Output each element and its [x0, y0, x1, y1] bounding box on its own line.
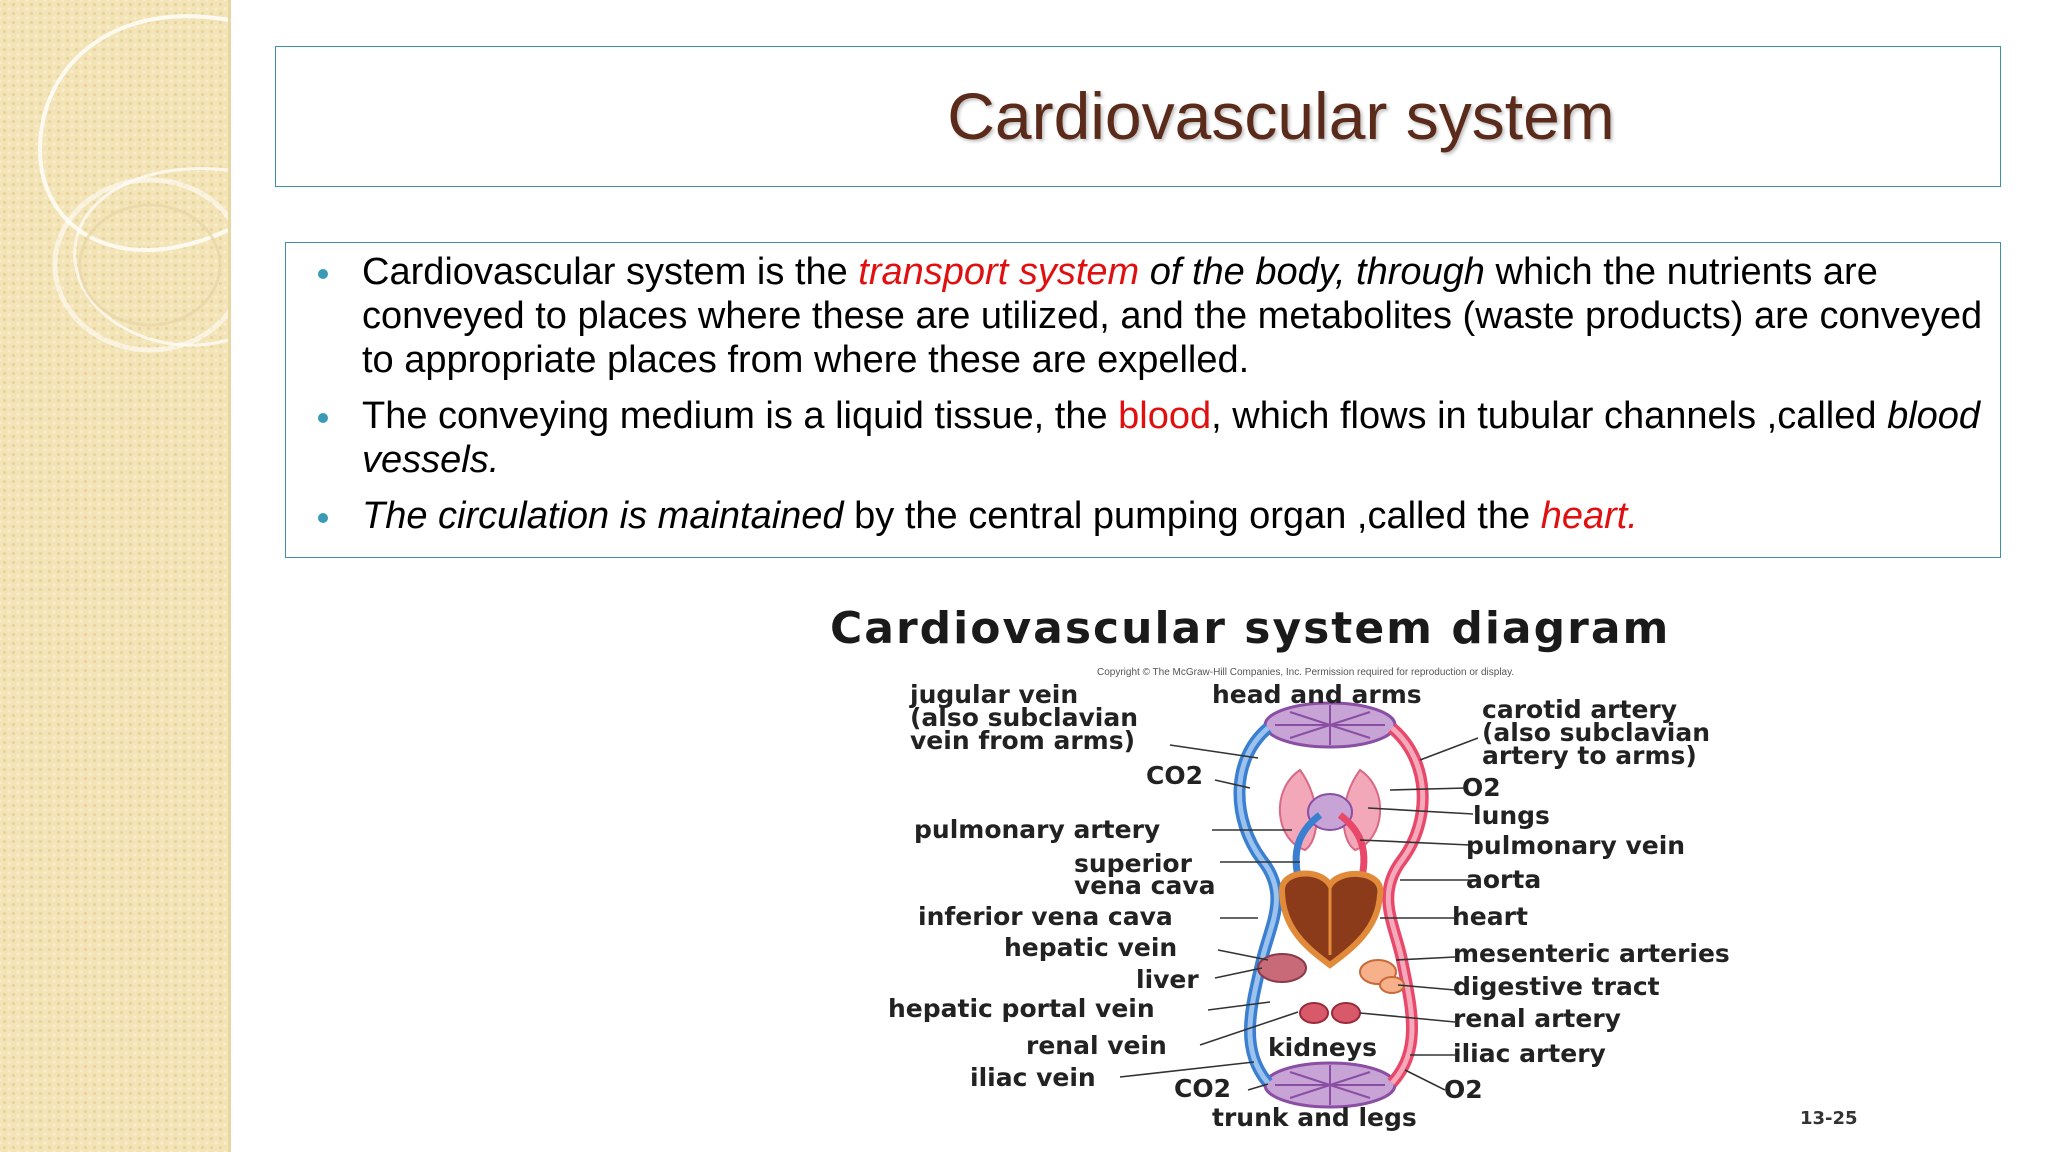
label-head-and-arms: head and arms — [1212, 680, 1422, 709]
head-capillaries — [1263, 701, 1397, 749]
artery-path-inner — [1385, 726, 1426, 1085]
italic-text: blood vessels. — [362, 395, 1981, 481]
label-heart: heart — [1452, 902, 1528, 931]
decorative-sidebar — [0, 0, 231, 1152]
bullet-text: , which flows in tubular channels ,calle… — [1211, 395, 1888, 437]
trunk-capillaries — [1263, 1061, 1397, 1109]
leader-lines — [1119, 737, 1479, 1091]
label-carotid-artery-line2: (also subclavian — [1482, 718, 1710, 747]
highlight-text: blood — [1118, 395, 1212, 437]
label-carotid-artery-line3: artery to arms) — [1482, 741, 1697, 770]
digestive-tract-shape — [1359, 959, 1405, 994]
circulation-diagram — [1119, 701, 1479, 1109]
bullet-item: The circulation is maintained by the cen… — [318, 494, 1988, 538]
kidneys-shape — [1299, 1002, 1361, 1024]
bullet-dot-icon — [318, 269, 328, 279]
liver-shape — [1257, 953, 1307, 983]
bullet-item: The conveying medium is a liquid tissue,… — [318, 394, 1988, 482]
label-hepatic-vein: hepatic vein — [1004, 933, 1178, 962]
label-trunk-and-legs: trunk and legs — [1212, 1103, 1417, 1132]
label-co2-bottom: CO2 — [1174, 1074, 1231, 1103]
decorative-swirl — [37, 14, 228, 353]
label-renal-artery: renal artery — [1453, 1004, 1621, 1033]
diagram-copyright: Copyright © The McGraw-Hill Companies, I… — [1097, 667, 1515, 678]
label-superior-vena-cava-line2: vena cava — [1074, 871, 1216, 900]
slide-title: Cardiovascular system — [947, 79, 1615, 153]
label-aorta: aorta — [1466, 865, 1542, 894]
label-carotid-artery: carotid artery — [1482, 695, 1678, 724]
bullet-text: which the nutrients are conveyed to plac… — [362, 251, 1983, 381]
bullet-dot-icon — [318, 413, 328, 423]
bullet-text: Cardiovascular system is the — [362, 251, 859, 293]
label-iliac-artery: iliac artery — [1453, 1039, 1606, 1068]
bullet-dot-icon — [318, 513, 328, 523]
bullet-item: Cardiovascular system is the transport s… — [318, 250, 1988, 382]
label-renal-vein: renal vein — [1026, 1031, 1167, 1060]
figure-number: 13-25 — [1800, 1108, 1858, 1129]
bullet-list: Cardiovascular system is the transport s… — [318, 250, 1988, 550]
label-liver: liver — [1136, 965, 1199, 994]
highlight-text: transport system — [858, 251, 1140, 293]
label-kidneys: kidneys — [1268, 1033, 1378, 1062]
label-pulmonary-vein: pulmonary vein — [1466, 831, 1686, 860]
label-digestive-tract: digestive tract — [1453, 972, 1660, 1001]
bullet-text: by the central pumping organ ,called the — [843, 495, 1541, 537]
artery-path — [1382, 723, 1429, 1088]
label-lungs: lungs — [1473, 801, 1550, 830]
title-frame — [275, 46, 2001, 187]
label-inferior-vena-cava: inferior vena cava — [918, 902, 1173, 931]
italic-text: The circulation is maintained — [362, 495, 844, 537]
bullet-text: The conveying medium is a liquid tissue,… — [362, 395, 1119, 437]
diagram-title: Cardiovascular system diagram — [830, 603, 1671, 654]
label-hepatic-portal-vein: hepatic portal vein — [888, 994, 1155, 1023]
label-mesenteric-arteries: mesenteric arteries — [1453, 939, 1730, 968]
label-co2-top: CO2 — [1146, 761, 1203, 790]
label-superior-vena-cava: superior — [1074, 849, 1192, 878]
heart-shape — [1278, 870, 1384, 969]
label-o2-top: O2 — [1462, 773, 1501, 802]
highlight-text: heart. — [1540, 495, 1638, 537]
label-jugular-vein-line2: (also subclavian — [910, 703, 1138, 732]
label-jugular-vein: jugular vein — [910, 680, 1079, 709]
italic-text: of the body, through — [1139, 251, 1485, 293]
label-jugular-vein-line3: vein from arms) — [910, 726, 1136, 755]
lungs-shape — [1278, 768, 1382, 852]
label-pulmonary-artery: pulmonary artery — [914, 815, 1161, 844]
label-iliac-vein: iliac vein — [970, 1063, 1096, 1092]
label-o2-bottom: O2 — [1444, 1075, 1483, 1104]
content-frame — [285, 242, 2001, 558]
